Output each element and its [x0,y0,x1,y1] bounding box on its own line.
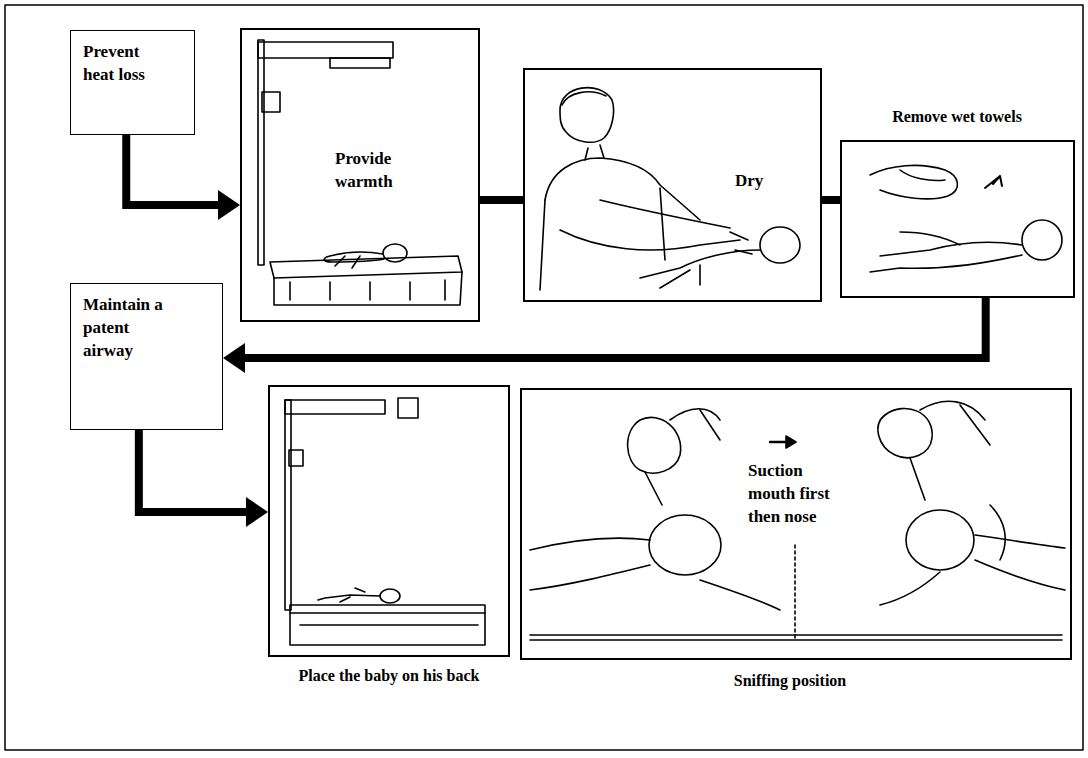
arrow-head [246,497,268,527]
step-box: Maintain a patent airway [70,283,223,430]
connector-line [480,196,523,204]
table-surface [530,635,1062,640]
panel-label: Suction mouth first then nose [748,460,852,529]
illustration-panel: Provide warmth [240,28,480,322]
illustration-panel: Place the baby on his back [268,385,510,690]
hands-towel [870,165,1002,198]
flow-connector [822,200,840,201]
illustration-panel: Remove wet towels [840,100,1075,298]
baby-figure [318,588,400,603]
panel-caption: Place the baby on his back [253,665,525,687]
divider-line [794,545,796,640]
step-label: Maintain a patent airway [83,294,165,363]
connector-line [822,196,840,204]
panel-frame [523,68,822,302]
flow-connector [139,430,268,527]
baby-figure [640,227,800,288]
direction-arrow [786,436,796,448]
connector-line [139,430,248,512]
panel-caption: Sniffing position [660,670,920,692]
panel-label: Dry [735,170,795,193]
panel-label: Provide warmth [335,148,417,194]
panel-frame [268,385,510,657]
illustration-panel: Dry [523,68,822,302]
panel-frame [840,140,1075,298]
arrow-head [218,190,240,220]
flow-connector [126,135,240,220]
radiant-warmer [258,40,462,305]
arrow-head [223,343,245,373]
baby-figure [324,244,407,268]
radiant-warmer [285,398,485,645]
connector-line [243,298,986,358]
step-label: Prevent heat loss [83,41,168,87]
connector-line [126,135,220,205]
outer-border [5,5,1083,750]
step-box: Prevent heat loss [70,30,195,135]
baby-figure [870,220,1062,272]
panel-heading: Remove wet towels [832,106,1082,128]
flow-connector [223,298,986,373]
nurse-figure [540,88,740,290]
flow-connector [480,200,523,201]
illustration-panel: Suction mouth first then noseSniffing po… [520,388,1072,693]
